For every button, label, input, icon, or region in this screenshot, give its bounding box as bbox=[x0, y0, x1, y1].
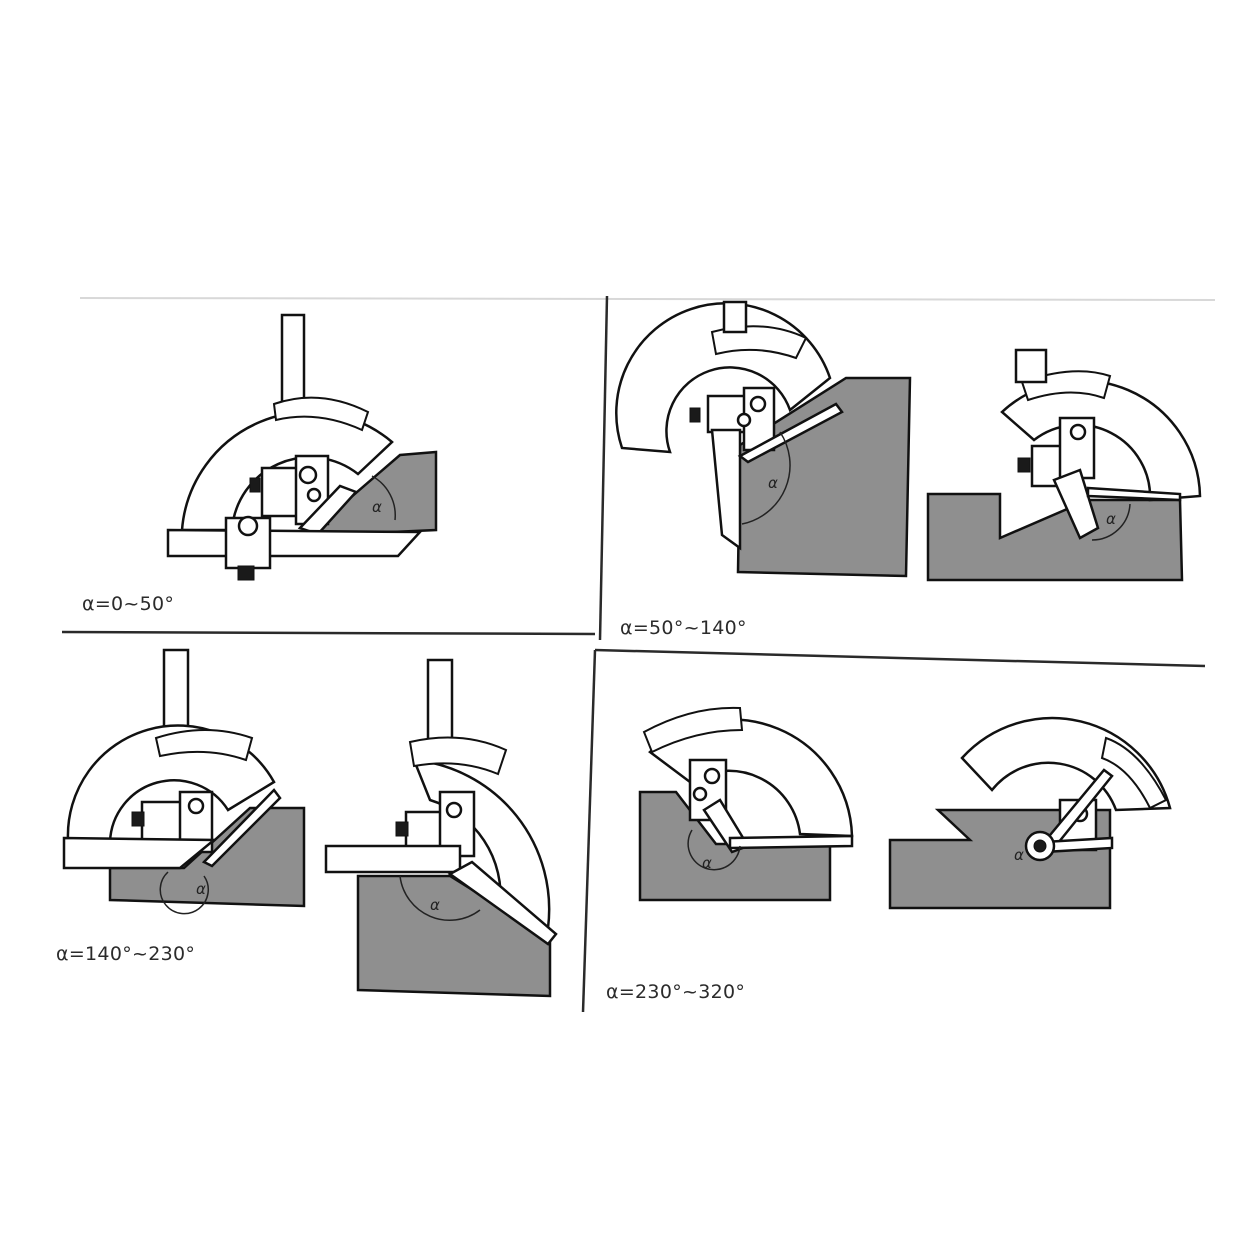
vertical-blade bbox=[1052, 468, 1100, 540]
straight-edge bbox=[166, 528, 423, 558]
bottom-knob-disc bbox=[237, 515, 259, 537]
bottom-knob-dark bbox=[237, 565, 255, 581]
vernier-scale bbox=[408, 736, 508, 776]
pivot-disc bbox=[749, 395, 767, 413]
pivot-disc bbox=[703, 767, 721, 785]
workpiece-block bbox=[926, 492, 1184, 582]
vernier-scale bbox=[642, 706, 744, 754]
angled-blade bbox=[201, 788, 282, 868]
angle-symbol: α bbox=[768, 474, 778, 492]
straight-edge bbox=[728, 834, 854, 850]
panel-br-figure-right: α α=230°~320° bbox=[606, 716, 1172, 1003]
pivot-disc-small bbox=[736, 412, 752, 428]
range-label-tr: α=50°~140° bbox=[620, 617, 747, 639]
panel-bl-figure-right: α bbox=[324, 658, 558, 998]
knob-dark bbox=[1017, 457, 1031, 473]
angle-arc bbox=[741, 431, 791, 525]
panel-tr-figure-right: α α=50°~140° bbox=[620, 348, 1202, 639]
angle-arc bbox=[159, 871, 209, 915]
straight-edge bbox=[324, 844, 462, 874]
angle-symbol: α bbox=[372, 498, 382, 516]
protractor-dial bbox=[960, 716, 1172, 812]
top-knob bbox=[722, 300, 748, 334]
workpiece-block bbox=[356, 874, 552, 998]
workpiece-block bbox=[736, 376, 912, 578]
pivot-disc bbox=[445, 801, 463, 819]
knob-dark bbox=[689, 407, 701, 423]
vernier-scale bbox=[272, 396, 370, 432]
pivot-center bbox=[1033, 839, 1047, 853]
panel-tr-figure-left: α bbox=[615, 300, 912, 578]
panel-dividers bbox=[61, 295, 1216, 1013]
clamp-body bbox=[260, 466, 300, 518]
pivot-disc bbox=[298, 465, 318, 485]
straight-edge bbox=[62, 836, 218, 870]
workpiece-block bbox=[108, 806, 306, 908]
vernier-scale bbox=[154, 729, 254, 762]
angle-symbol: α bbox=[430, 896, 440, 914]
angle-symbol: α bbox=[196, 880, 206, 898]
vertical-divider-lower bbox=[581, 649, 597, 1013]
horizontal-divider-lower bbox=[594, 648, 1206, 668]
knob-dark bbox=[131, 811, 145, 827]
panel-tl-figure: α α=0~50° bbox=[82, 313, 438, 615]
knob-dark bbox=[249, 477, 261, 493]
pivot-housing bbox=[1058, 416, 1096, 480]
range-label-br: α=230°~320° bbox=[606, 981, 745, 1003]
angle-symbol: α bbox=[702, 854, 712, 872]
range-label-tl: α=0~50° bbox=[82, 593, 174, 615]
angle-symbol: α bbox=[1014, 846, 1024, 864]
angle-arc bbox=[1091, 503, 1131, 541]
angle-arc bbox=[371, 475, 396, 521]
pivot-disc-small bbox=[306, 487, 322, 503]
top-knob bbox=[1014, 348, 1048, 384]
range-label-bl: α=140°~230° bbox=[56, 943, 195, 965]
vertical-blade bbox=[426, 658, 454, 748]
panel-bl-figure-left: α α=140°~230° bbox=[56, 648, 306, 965]
angled-blade bbox=[737, 402, 844, 464]
angle-symbol: α bbox=[1106, 510, 1116, 528]
angle-arc bbox=[399, 875, 481, 921]
horizontal-divider-upper bbox=[61, 630, 596, 636]
vernier-scale bbox=[1100, 736, 1168, 810]
knob-dark bbox=[395, 821, 409, 837]
vertical-blade bbox=[710, 428, 742, 551]
pivot-disc bbox=[1069, 423, 1087, 441]
angled-blade bbox=[1086, 486, 1182, 502]
angled-blade bbox=[447, 860, 558, 946]
angle-arc bbox=[687, 829, 741, 871]
panel-br-figure-left: α bbox=[638, 706, 854, 902]
pivot-disc-small bbox=[692, 786, 708, 802]
pivot-disc bbox=[187, 797, 205, 815]
vertical-divider-upper bbox=[598, 295, 609, 641]
